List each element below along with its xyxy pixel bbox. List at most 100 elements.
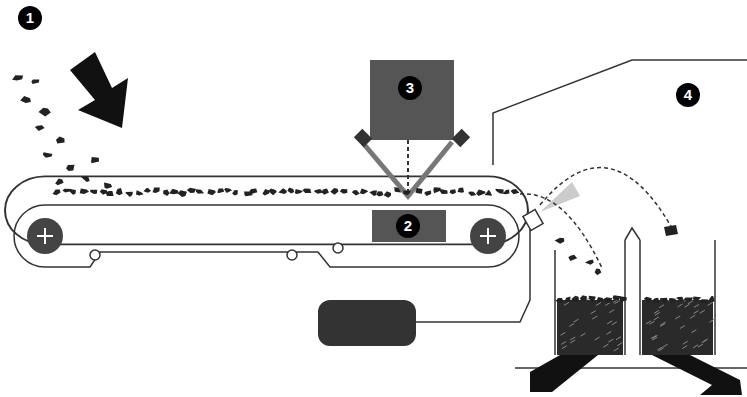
ore-piece: [12, 75, 23, 80]
pulley: [470, 218, 506, 254]
ore-piece: [249, 188, 257, 194]
sensor-unit: [370, 60, 454, 140]
ore-piece: [384, 191, 391, 197]
ore-piece: [699, 299, 708, 303]
ore-piece: [511, 189, 520, 194]
ore-piece: [55, 179, 63, 186]
ore-piece: [485, 190, 493, 196]
ore-piece: [39, 108, 51, 117]
ore-piece: [709, 296, 715, 302]
ore-piece: [597, 297, 603, 303]
ore-piece: [330, 188, 338, 195]
accepted-pile: [642, 300, 713, 355]
ore-piece: [660, 298, 668, 304]
belt-inner: [14, 205, 519, 267]
ore-piece: [683, 298, 693, 302]
ore-piece: [415, 188, 422, 194]
rejected-pile: [557, 300, 623, 355]
ore-piece: [440, 189, 448, 194]
callout-number: 2: [396, 214, 420, 238]
ore-piece: [91, 157, 99, 163]
trajectory: [540, 168, 672, 228]
ore-piece: [669, 298, 676, 302]
ore-piece: [169, 189, 178, 195]
air-line: [416, 228, 530, 322]
ore-piece: [125, 192, 133, 197]
outlet-arrow: [530, 355, 598, 392]
ore-piece: [340, 189, 348, 194]
ore-piece: [90, 190, 97, 194]
callout-number: 3: [398, 76, 422, 100]
ore-piece: [595, 268, 602, 275]
ore-piece: [295, 189, 303, 194]
ore-piece: [136, 190, 144, 195]
ore-piece: [144, 188, 152, 193]
callout-number: 1: [18, 6, 42, 30]
ore-piece: [620, 296, 627, 301]
ore-piece: [268, 188, 277, 195]
idler-roller: [287, 250, 297, 260]
ore-piece: [653, 298, 660, 304]
ore-piece: [476, 189, 485, 196]
ore-piece: [163, 190, 169, 197]
splitter: [625, 228, 640, 240]
ore-piece: [450, 189, 456, 194]
ore-piece: [394, 187, 401, 193]
ore-piece: [376, 191, 383, 196]
ore-piece: [424, 191, 431, 196]
ore-piece: [565, 296, 571, 302]
ore-piece: [224, 188, 232, 193]
ore-piece: [80, 189, 89, 195]
ore-piece: [81, 176, 90, 182]
ore-piece: [555, 298, 563, 302]
ore-piece: [70, 189, 76, 195]
ore-piece: [468, 192, 476, 197]
ore-piece: [20, 96, 31, 103]
ore-piece: [287, 188, 294, 194]
bin-walls: [555, 240, 715, 355]
belt-outer: [5, 176, 528, 244]
ore-piece: [43, 152, 53, 158]
ore-piece: [153, 187, 160, 193]
ore-piece: [217, 188, 224, 193]
pulley: [27, 218, 63, 254]
ore-piece: [676, 297, 684, 301]
ore-piece: [502, 189, 509, 194]
idler-roller: [333, 243, 343, 253]
ore-piece: [369, 190, 377, 196]
ore-piece: [585, 260, 594, 265]
ore-piece: [458, 188, 465, 193]
ore-piece: [56, 136, 65, 143]
ore-piece: [352, 190, 360, 196]
ore-piece: [568, 255, 577, 261]
ore-piece: [555, 238, 565, 244]
detector-unit: [372, 210, 446, 242]
ore-piece: [104, 182, 112, 188]
ore-piece: [53, 189, 61, 195]
ore-piece: [262, 189, 269, 195]
ore-piece: [571, 296, 579, 302]
ore-piece: [187, 188, 196, 193]
ore-piece: [322, 189, 329, 195]
ore-piece: [207, 189, 215, 195]
enclosure: [493, 60, 747, 165]
ore-piece: [35, 125, 45, 131]
air-nozzle: [523, 210, 543, 231]
ore-piece: [66, 165, 75, 171]
ore-piece: [360, 188, 368, 194]
ore-piece: [603, 297, 613, 303]
ore-piece: [116, 188, 123, 195]
air-compressor: [318, 300, 416, 346]
callout-number: 4: [676, 83, 700, 107]
ore-piece: [106, 191, 114, 196]
ore-piece: [644, 297, 652, 303]
ore-piece: [613, 295, 621, 301]
ore-piece: [196, 189, 204, 194]
feed-arrow: [70, 52, 128, 128]
ore-piece: [178, 190, 187, 197]
ore-piece: [31, 80, 39, 85]
ore-piece: [693, 297, 701, 301]
idler-roller: [90, 250, 100, 260]
